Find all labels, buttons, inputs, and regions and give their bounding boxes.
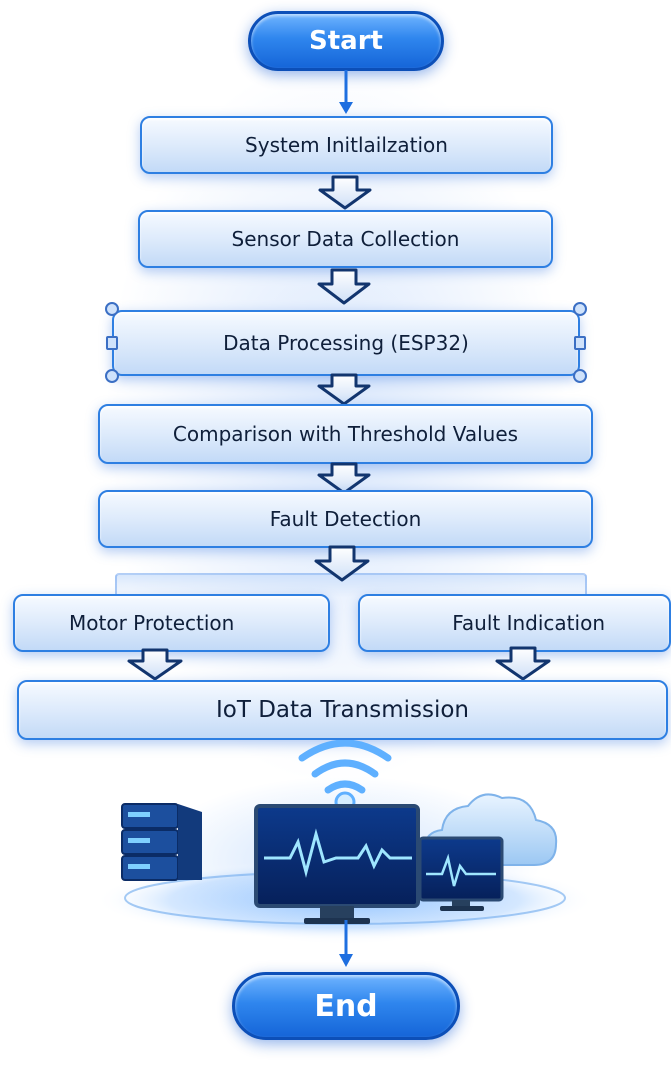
step-sensor-data-collection[interactable]: Sensor Data Collection <box>138 210 553 268</box>
selection-handle[interactable] <box>573 369 587 383</box>
flow-arrow-end <box>339 920 353 967</box>
step-fault-detection[interactable]: Fault Detection <box>98 490 593 548</box>
block-arrow <box>127 648 183 681</box>
selection-handle[interactable] <box>574 336 586 350</box>
block-arrow <box>317 462 371 495</box>
iot-illustration <box>95 740 590 940</box>
selection-handle[interactable] <box>573 302 587 316</box>
selection-handle[interactable] <box>106 336 118 350</box>
step-label: IoT Data Transmission <box>215 697 470 723</box>
laptop-icon <box>418 836 504 911</box>
step-label: System Initlailzation <box>245 133 448 157</box>
block-arrow <box>314 545 370 582</box>
wifi-icon <box>298 740 392 794</box>
step-label: Data Processing (ESP32) <box>223 331 469 355</box>
selection-handle[interactable] <box>105 369 119 383</box>
monitor-heartbeat-icon <box>254 804 420 924</box>
block-arrow <box>318 175 372 210</box>
branch-motor-protection[interactable]: Motor Protection <box>13 594 330 652</box>
flow-arrow-start <box>339 70 353 114</box>
server-rack-icon <box>121 803 202 881</box>
branch-fault-indication[interactable]: Fault Indication <box>358 594 671 652</box>
step-data-processing[interactable]: Data Processing (ESP32) <box>112 310 580 376</box>
step-system-initialization[interactable]: System Initlailzation <box>140 116 553 174</box>
step-label: Fault Detection <box>269 507 422 531</box>
step-label: Comparison with Threshold Values <box>172 422 519 446</box>
end-label: End <box>314 988 378 1024</box>
start-label: Start <box>309 26 383 56</box>
start-terminal[interactable]: Start <box>248 11 444 71</box>
step-threshold-comparison[interactable]: Comparison with Threshold Values <box>98 404 593 464</box>
branch-label: Motor Protection <box>69 611 235 635</box>
branch-label: Fault Indication <box>452 611 605 635</box>
block-arrow <box>495 646 551 681</box>
selection-handle[interactable] <box>105 302 119 316</box>
step-iot-data-transmission[interactable]: IoT Data Transmission <box>17 680 668 740</box>
step-label: Sensor Data Collection <box>231 227 460 251</box>
block-arrow <box>317 373 371 406</box>
block-arrow <box>317 268 371 305</box>
end-terminal[interactable]: End <box>232 972 460 1040</box>
